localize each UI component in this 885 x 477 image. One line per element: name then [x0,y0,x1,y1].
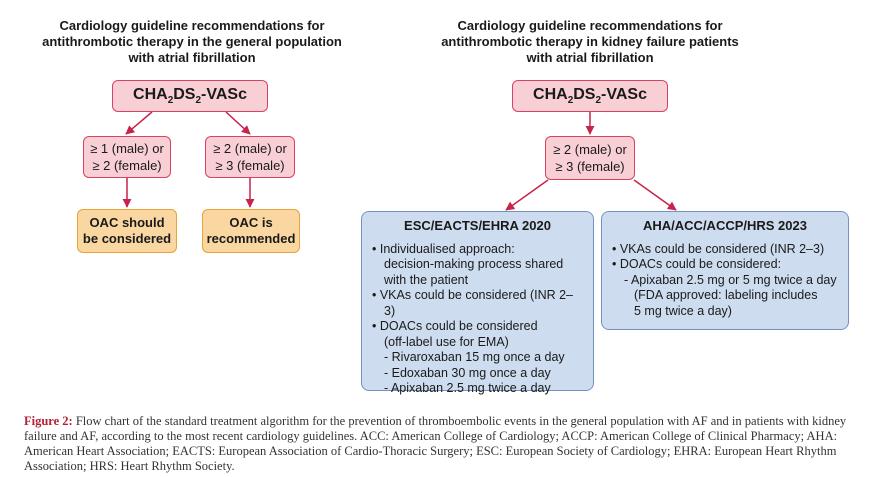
esc-item: decision-making process shared [384,257,564,271]
right-criteria-box: ≥ 2 (male) or ≥ 3 (female) [545,136,635,180]
left-criteria-a-line-2: ≥ 2 (female) [92,158,162,173]
figure-caption-text: Flow chart of the standard treatment alg… [24,414,847,473]
arrow-crit-to-aha [633,179,677,211]
left-panel-title: Cardiology guideline recommendations for… [24,18,360,66]
right-title-line-2: antithrombotic therapy in kidney failure… [441,34,739,49]
left-cha2ds2-vasc-box: CHA2DS2-VASc [112,80,268,112]
right-cha2ds2-vasc-box: CHA2DS2-VASc [512,80,668,112]
esc-item: • Individualised approach: [372,241,515,256]
aha-item: (FDA approved: labeling includes [634,288,818,302]
left-outcome-a-line-1: OAC should [89,215,165,230]
left-outcome-b-line-2: recommended [206,231,296,246]
esc-item: (off-label use for EMA) [384,334,509,349]
aha-guideline-box: AHA/ACC/ACCP/HRS 2023 • VKAs could be co… [601,211,849,330]
figure-label: Figure 2: [24,414,73,428]
esc-item: • VKAs could be considered (INR 2–3) [372,288,574,318]
right-criteria-line-2: ≥ 3 (female) [555,159,625,174]
left-outcome-b-box: OAC is recommended [202,209,300,253]
aha-guideline-title: AHA/ACC/ACCP/HRS 2023 [643,218,807,233]
arrow-score-to-crit-a [125,111,153,135]
left-criteria-b-box: ≥ 2 (male) or ≥ 3 (female) [205,136,295,178]
aha-item: 5 mg twice a day) [634,303,732,318]
aha-item: - Apixaban 2.5 mg or 5 mg twice a day [624,272,837,287]
right-title-line-3: with atrial fibrillation [526,50,654,65]
left-criteria-a-line-1: ≥ 1 (male) or [90,141,164,156]
left-criteria-b-line-2: ≥ 3 (female) [215,158,285,173]
esc-guideline-box: ESC/EACTS/EHRA 2020 • Individualised app… [361,211,594,395]
esc-item: • DOACs could be considered [372,319,538,333]
left-outcome-a-line-2: be considered [82,231,172,246]
left-title-line-2: antithrombotic therapy in the general po… [42,34,342,49]
esc-guideline-title: ESC/EACTS/EHRA 2020 [404,218,551,233]
left-outcome-b-line-1: OAC is [229,215,273,230]
left-score-label: CHA2DS2-VASc [133,85,247,107]
esc-item: - Apixaban 2.5 mg twice a day [384,381,551,395]
left-title-line-3: with atrial fibrillation [128,50,256,65]
left-outcome-a-box: OAC should be considered [77,209,177,253]
aha-item: • VKAs could be considered (INR 2–3) [612,241,825,256]
esc-item: - Edoxaban 30 mg once a day [384,365,551,380]
left-criteria-a-box: ≥ 1 (male) or ≥ 2 (female) [83,136,171,178]
right-criteria-line-1: ≥ 2 (male) or [553,142,627,157]
esc-item: with the patient [384,272,469,287]
arrow-score-to-crit-b [225,111,251,135]
left-criteria-b-line-1: ≥ 2 (male) or [213,141,287,156]
left-title-line-1: Cardiology guideline recommendations for [59,18,325,33]
right-score-label: CHA2DS2-VASc [533,85,647,107]
right-title-line-1: Cardiology guideline recommendations for [457,18,723,33]
aha-item: • DOACs could be considered: [612,257,782,271]
esc-item: - Rivaroxaban 15 mg once a day [384,350,565,364]
arrow-crit-to-esc [505,179,549,211]
figure-caption: Figure 2: Flow chart of the standard tre… [24,414,864,474]
right-panel-title: Cardiology guideline recommendations for… [414,18,766,66]
